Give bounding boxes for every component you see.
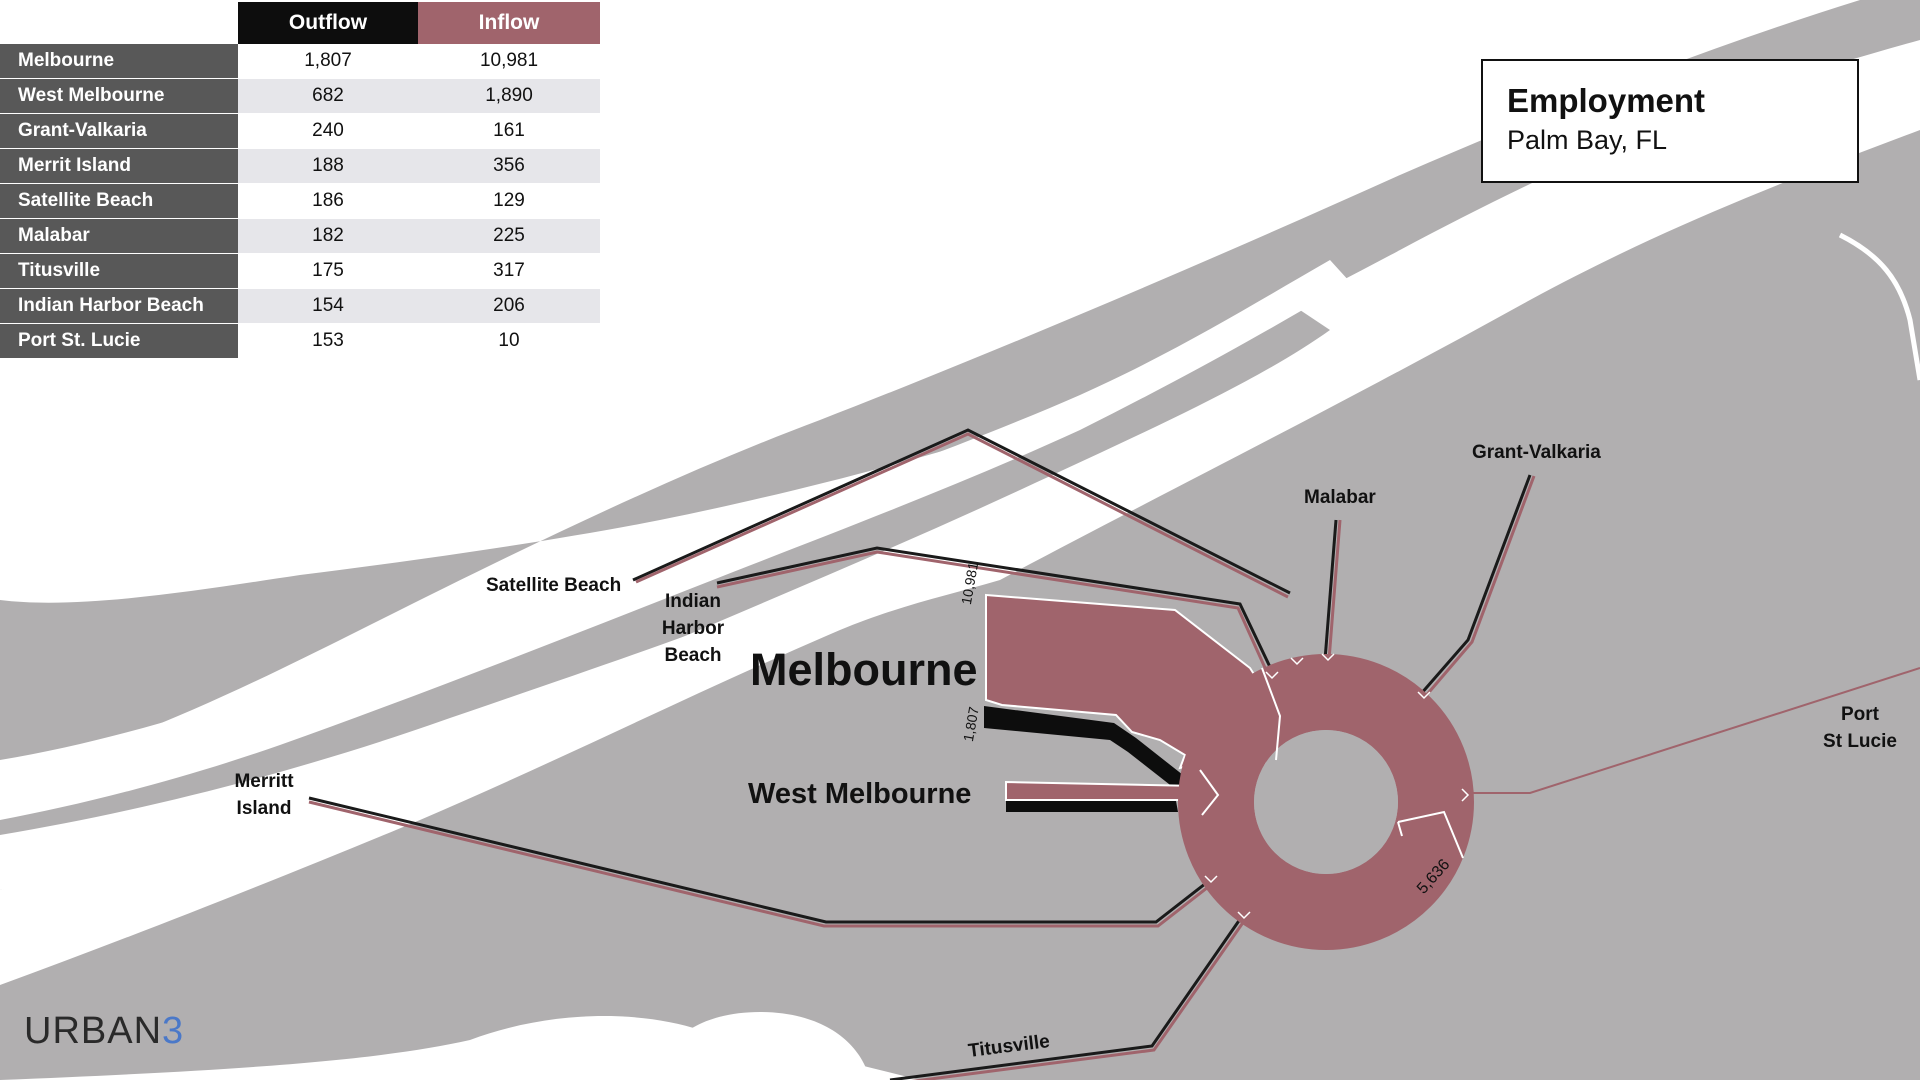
label-indian-harbor-beach: Indian Harbor Beach [648, 588, 738, 669]
row-name: Grant-Valkaria [0, 113, 238, 149]
label-indian-harbor-beach-line2: Harbor [661, 618, 725, 639]
row-outflow: 188 [238, 148, 418, 184]
label-melbourne: Melbourne [750, 644, 978, 695]
row-inflow: 356 [418, 148, 600, 184]
melbourne-outflow-band [984, 706, 1184, 788]
header-inflow: Inflow [418, 2, 600, 44]
label-port-st-lucie: Port St Lucie [1814, 701, 1906, 755]
row-name: Indian Harbor Beach [0, 288, 238, 324]
connector-malabar [1323, 519, 1338, 661]
table-corner [0, 2, 238, 44]
label-satellite-beach: Satellite Beach [486, 575, 622, 596]
connector-grant-valkaria [1418, 474, 1532, 696]
connector-satellite-beach [632, 428, 1291, 595]
connector-port-st-lucie [1462, 667, 1920, 794]
connector-titusville-inflow [911, 913, 1251, 1080]
row-inflow: 10 [418, 323, 600, 359]
label-malabar: Malabar [1304, 487, 1376, 508]
row-name: Malabar [0, 218, 238, 254]
row-outflow: 182 [238, 218, 418, 254]
logo-accent: 3 [162, 1010, 185, 1052]
row-name: Melbourne [0, 44, 238, 79]
label-merritt-island-line2: Island [236, 798, 292, 819]
title-box: Employment Palm Bay, FL [1481, 59, 1859, 183]
flow-ring [1178, 654, 1474, 950]
connector-titusville [889, 911, 1247, 1080]
row-inflow: 161 [418, 113, 600, 149]
connector-indian-harbor [716, 546, 1272, 668]
label-merritt-island: Merritt Island [224, 768, 304, 822]
label-indian-harbor-beach-line3: Beach [664, 645, 722, 666]
map-title: Employment [1507, 82, 1706, 119]
row-outflow: 1,807 [238, 44, 418, 79]
header-outflow: Outflow [238, 2, 418, 44]
inlet-water [660, 1012, 870, 1080]
urban3-logo: URBAN3 [24, 1010, 184, 1053]
row-name: Port St. Lucie [0, 323, 238, 359]
river-water [0, 500, 1066, 890]
lagoon-water [0, 260, 1350, 820]
connector-satellite-beach-inflow [635, 432, 1289, 599]
connector-malabar-inflow [1327, 519, 1342, 661]
map-subtitle: Palm Bay, FL [1507, 125, 1668, 155]
west-melbourne-outflow-band [1006, 801, 1178, 812]
row-outflow: 175 [238, 253, 418, 289]
flow-connectors [308, 428, 1920, 1080]
ring-markers [1204, 653, 1470, 920]
ring-arrows [1199, 667, 1464, 859]
row-inflow: 206 [418, 288, 600, 324]
label-grant-valkaria: Grant-Valkaria [1472, 442, 1601, 463]
ring-center [1254, 730, 1398, 874]
row-inflow: 317 [418, 253, 600, 289]
row-outflow: 682 [238, 78, 418, 114]
table-header-row: Outflow Inflow [0, 2, 600, 44]
row-outflow: 153 [238, 323, 418, 359]
label-west-melbourne: West Melbourne [748, 778, 972, 810]
row-outflow: 186 [238, 183, 418, 219]
row-inflow: 225 [418, 218, 600, 254]
row-name: Titusville [0, 253, 238, 289]
row-inflow: 10,981 [418, 44, 600, 79]
row-inflow: 129 [418, 183, 600, 219]
logo-text: URBAN [24, 1010, 163, 1052]
row-inflow: 1,890 [418, 78, 600, 114]
creek-water [1838, 232, 1920, 381]
label-port-st-lucie-line2: St Lucie [1823, 731, 1897, 752]
barrier-island-land [0, 0, 1920, 780]
row-name: Merrit Island [0, 148, 238, 184]
row-name: Satellite Beach [0, 183, 238, 219]
connector-indian-harbor-inflow [716, 550, 1268, 671]
row-outflow: 240 [238, 113, 418, 149]
row-name: West Melbourne [0, 78, 238, 114]
connector-grant-valkaria-inflow [1422, 475, 1536, 699]
label-indian-harbor-beach-line1: Indian [665, 591, 721, 612]
label-merritt-island-line1: Merritt [234, 771, 294, 792]
connector-merritt-island [308, 796, 1211, 924]
connector-merritt-island-inflow [308, 800, 1213, 928]
row-outflow: 154 [238, 288, 418, 324]
label-port-st-lucie-line1: Port [1841, 704, 1879, 725]
